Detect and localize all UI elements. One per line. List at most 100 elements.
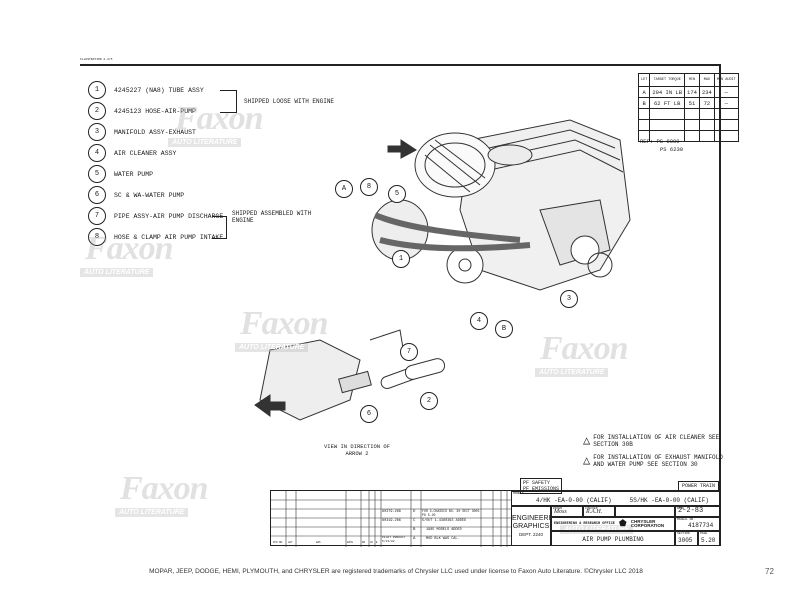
dept-line: GRAPHICS: [512, 523, 550, 530]
rev-pcn: PILOT PRODUCT 5/13/82: [382, 536, 406, 543]
part-item: 1 4245227 (NA8) TUBE ASSY: [88, 81, 204, 99]
part-number: 2: [88, 102, 106, 120]
rev-let: B: [413, 528, 416, 532]
callout-number: A: [335, 180, 353, 198]
callout-number: B: [495, 320, 513, 338]
td: —: [713, 86, 739, 98]
part-number: 3: [88, 123, 106, 141]
triangle-icon: △: [583, 434, 591, 448]
th: MAX: [698, 73, 715, 87]
rev-was: 1985 MODELS ADDED: [426, 528, 462, 532]
shipped-assembled-note: SHIPPED ASSEMBLED WITH ENGINE: [232, 210, 312, 224]
approval-cell: [615, 506, 675, 517]
rev-header: PCN NO.: [273, 541, 284, 544]
page-value: 5.20: [701, 537, 716, 544]
shipped-loose-note: SHIPPED LOOSE WITH ENGINE: [244, 98, 335, 105]
chrysler-logo: CHRYSLER CORPORATION: [630, 518, 665, 528]
table-row: [637, 108, 739, 120]
callout-5: 5: [388, 185, 414, 203]
part-label: PIPE ASSY-AIR PUMP DISCHARGE: [114, 212, 224, 220]
rev-header: DATE: [347, 541, 354, 544]
part-number: 8: [88, 228, 106, 246]
part-label: 4245227 (NA8) TUBE ASSY: [114, 86, 204, 94]
drawn-label: DRAWN: [553, 507, 563, 510]
part-label: SC & WA-WATER PUMP: [114, 191, 185, 199]
pentastar-icon: ⬟: [618, 519, 627, 529]
table-row: [637, 119, 739, 131]
callout-number: 3: [560, 290, 578, 308]
callout-number: 4: [470, 312, 488, 330]
th: LET: [637, 73, 651, 87]
title-cell: AIR PUMP PLUMBING: [551, 531, 675, 546]
company-name: ENGINEERING & RESEARCH OFFICE: [554, 522, 615, 526]
manual-label: MANUAL NO.: [677, 518, 696, 521]
dept-line: DEPT. 2240: [518, 532, 543, 537]
rev-let: C: [413, 519, 416, 523]
arrow-2: [254, 394, 286, 417]
engine-illustration: [254, 119, 631, 421]
ref-line: PS 6239: [660, 146, 684, 153]
callout-number: 6: [360, 405, 378, 423]
watermark-sub: AUTO LITERATURE: [168, 138, 242, 147]
date-label: DATE: [677, 507, 685, 510]
td: 174: [684, 86, 700, 98]
manual-value: 4187734: [688, 522, 714, 529]
rev-header: DR: [362, 541, 366, 544]
part-item: 2 4245123 HOSE-AIR-PUMP: [88, 102, 196, 120]
pf-safety: PF SAFETY: [523, 480, 551, 486]
section-label: SECTION: [677, 532, 690, 535]
watermark-sub: AUTO LITERATURE: [235, 343, 309, 352]
callout-number: 2: [420, 392, 438, 410]
detail-view: [259, 329, 446, 421]
th: TARGET TORQUE: [649, 73, 686, 87]
triangle-icon: △: [583, 454, 591, 468]
rev-let: D: [413, 510, 416, 514]
rev-header: E: [376, 541, 378, 544]
note-1: △ FOR INSTALLATION OF EXHAUST MANIFOLD A…: [583, 453, 728, 469]
watermark-logo: Faxon: [120, 470, 209, 507]
callout-number: 8: [360, 178, 378, 196]
view-label: VIEW IN DIRECTION OF ARROW 2: [323, 443, 390, 457]
bracket-assembled: [212, 216, 227, 239]
part-number: 7: [88, 207, 106, 225]
rev-was: FOR 3-CHASSIS NO. 30 SECT 3005 PG 5.20: [422, 509, 480, 517]
hoses: [373, 212, 531, 252]
rev-header: LET: [288, 541, 293, 544]
arrow-2-top: [387, 139, 417, 159]
illustration-code: ILLUSTRATION 2-4/5: [80, 58, 113, 61]
title-block: 80379-266 D FOR 3-CHASSIS NO. 30 SECT 30…: [270, 490, 720, 547]
callout-1: 1: [392, 250, 418, 268]
dept-line: ENGINEERING: [512, 515, 551, 522]
callout-3: 3: [560, 290, 586, 308]
part-number: 1: [88, 81, 106, 99]
callout-B: B: [495, 320, 521, 338]
footer-trademark: MOPAR, JEEP, DODGE, HEMI, PLYMOUTH, and …: [149, 568, 643, 575]
note-text: FOR INSTALLATION OF AIR CLEANER SEE SECT…: [593, 433, 720, 448]
page-cell: PAGE 5.20: [698, 531, 720, 546]
td: —: [713, 97, 739, 109]
watermark-sub: AUTO LITERATURE: [560, 525, 634, 534]
callout-number: 7: [400, 343, 418, 361]
watermark-logo: Faxon: [85, 230, 174, 267]
callout-7: 7: [400, 343, 426, 361]
drawing-border-top: [80, 64, 721, 66]
part-label: 4245123 HOSE-AIR-PUMP: [114, 107, 196, 115]
callout-2: 2: [420, 392, 446, 410]
part-number: 4: [88, 144, 106, 162]
note-2: △ FOR INSTALLATION OF AIR CLEANER SEE SE…: [583, 433, 723, 449]
part-item: 7 PIPE ASSY-AIR PUMP DISCHARGE: [88, 207, 223, 225]
revision-grid: [271, 491, 511, 547]
ref-line: REF: PS 8009: [640, 138, 680, 145]
drawing-title: AIR PUMP PLUMBING: [582, 536, 644, 543]
page-label: PAGE: [700, 532, 708, 535]
table-row: [637, 130, 739, 142]
td: B: [637, 97, 651, 109]
